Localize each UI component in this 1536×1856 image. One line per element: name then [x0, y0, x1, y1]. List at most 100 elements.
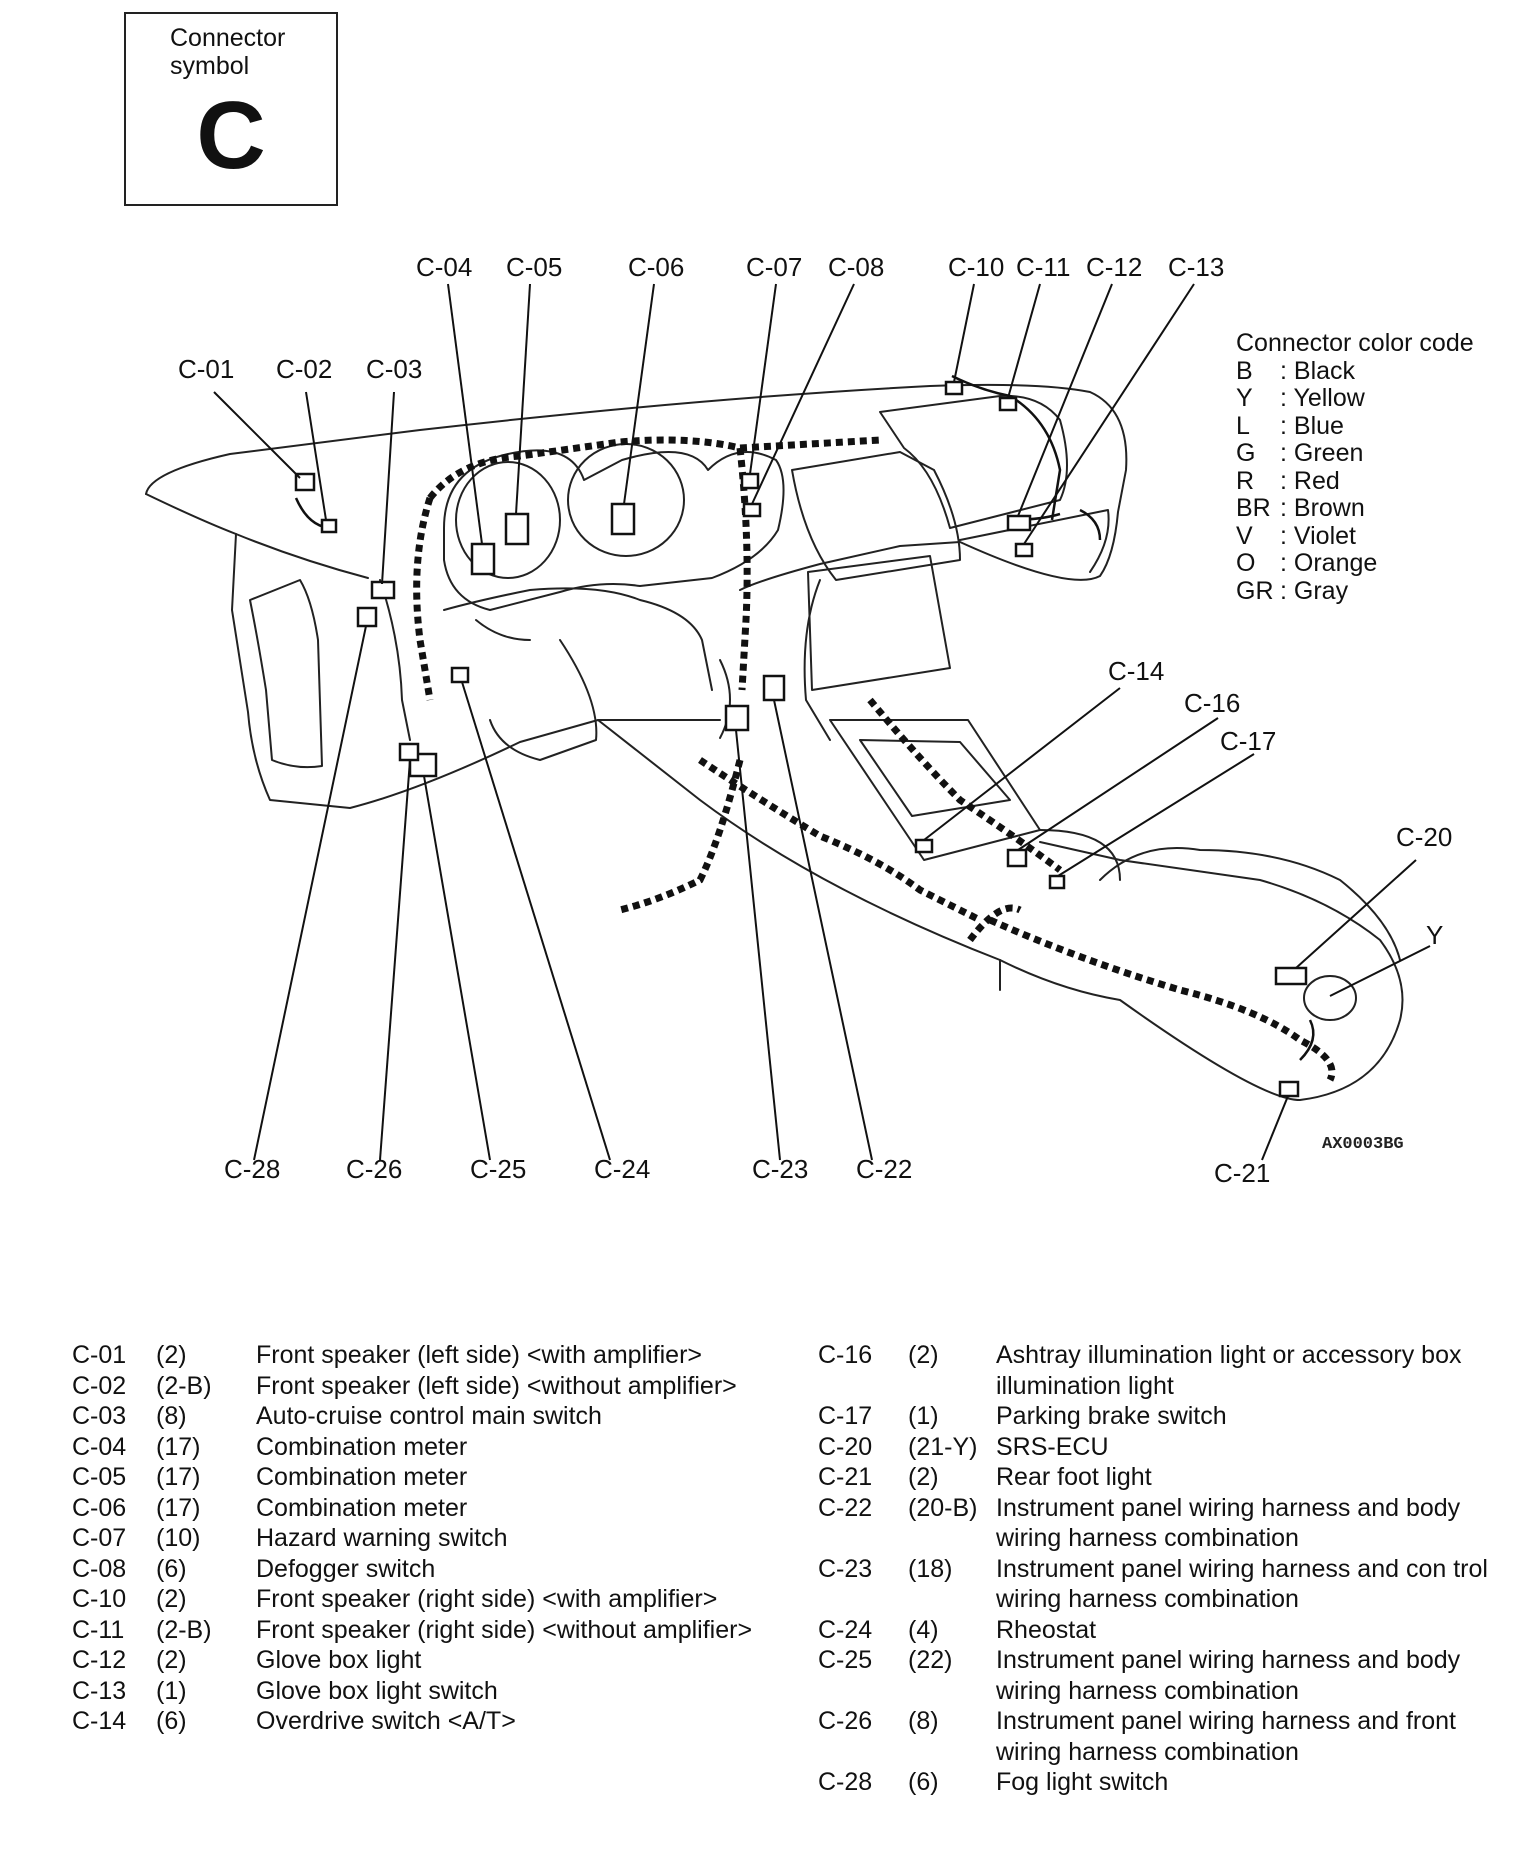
connector-id: C-21 — [818, 1463, 873, 1491]
connector-id: C-07 — [72, 1524, 127, 1552]
connector-c16 — [1006, 848, 1028, 868]
legend-code: O — [1236, 549, 1256, 577]
connector-id: C-22 — [818, 1493, 873, 1522]
airbag-unit-outline — [1303, 975, 1357, 1021]
connector-id: C-25 — [818, 1646, 873, 1674]
connector-description: Instrument panel wiring harness and body… — [996, 1646, 1461, 1705]
connector-pins: (2) — [156, 1341, 187, 1369]
callout-c24: C-24 — [594, 1154, 650, 1184]
connector-symbol-letter: C — [196, 82, 266, 189]
connector-row: C-28(6)Fog light switch — [818, 1767, 1518, 1798]
legend-code: GR — [1236, 576, 1274, 605]
connector-row: C-11(2-B)Front speaker (right side) <wit… — [72, 1615, 762, 1646]
gauge-left — [455, 461, 561, 579]
callout-c25: C-25 — [470, 1154, 526, 1184]
connector-c22 — [762, 674, 786, 702]
connector-pins: (2-B) — [156, 1615, 212, 1644]
connector-c12 — [1006, 514, 1032, 532]
callout-c01: C-01 — [178, 354, 234, 384]
figure-id: AX0003BG — [1322, 1135, 1404, 1154]
callout-c13: C-13 — [1168, 252, 1224, 282]
legend-code: V — [1236, 521, 1253, 550]
connector-id: C-17 — [818, 1402, 873, 1430]
connector-row: C-05(17)Combination meter — [72, 1462, 762, 1493]
callout-c04: C-04 — [416, 252, 472, 282]
connector-description: Front speaker (left side) <with amplifie… — [256, 1341, 703, 1369]
connector-c17 — [1048, 874, 1066, 890]
connector-description: Auto-cruise control main switch — [256, 1402, 602, 1430]
connector-pins: (17) — [156, 1463, 201, 1491]
legend-code: L — [1236, 411, 1250, 440]
legend-color-name: : Green — [1280, 439, 1364, 467]
connector-c03 — [370, 580, 396, 600]
legend-row: GR: Gray — [1236, 576, 1474, 606]
connector-id: C-24 — [818, 1615, 873, 1644]
connector-pins: (1) — [156, 1676, 187, 1705]
connector-pins: (2) — [908, 1341, 939, 1369]
connector-row: C-12(2)Glove box light — [72, 1645, 762, 1676]
legend-code: Y — [1236, 384, 1253, 412]
legend-row: G: Green — [1236, 439, 1474, 468]
connector-description: Instrument panel wiring harness and body… — [996, 1493, 1461, 1553]
callout-c26: C-26 — [346, 1154, 402, 1184]
connector-id: C-05 — [72, 1463, 127, 1491]
connector-pins: (2-B) — [156, 1371, 212, 1400]
connector-row: C-01 (2) Front speaker (left side) <with a… — [72, 1340, 762, 1371]
connector-description: Parking brake switch — [996, 1402, 1227, 1430]
connector-description: SRS-ECU — [996, 1432, 1109, 1461]
connector-id: C-10 — [72, 1585, 127, 1613]
connector-c21 — [1278, 1080, 1300, 1098]
connector-pins: (20-B) — [908, 1493, 978, 1522]
connector-c11 — [998, 396, 1018, 412]
connector-row: C-02(2-B)Front speaker (left side) <with… — [72, 1371, 762, 1402]
legend-color-name: : Gray — [1280, 576, 1349, 605]
connector-description: Fog light switch — [996, 1768, 1169, 1796]
connector-c02 — [320, 518, 338, 534]
legend-row: O : Orange — [1236, 549, 1474, 578]
connector-c05 — [504, 512, 530, 546]
connector-row: C-21 (2) Rear foot light — [818, 1462, 1518, 1493]
legend-row: R: Red — [1236, 467, 1474, 496]
connector-description: Instrument panel wiring harness and con … — [996, 1554, 1488, 1614]
leader-lines — [213, 283, 1431, 1161]
connector-pins: (1) — [908, 1402, 939, 1430]
callout-c28: C-28 — [224, 1154, 280, 1184]
connector-row: C-08(6)Defogger switch — [72, 1554, 762, 1585]
connector-c13 — [1014, 542, 1034, 558]
connector-row: C-07(10)Hazard warning switch — [72, 1523, 762, 1554]
callout-c12: C-12 — [1086, 252, 1142, 282]
connector-list-right: C-16(2)Ashtray illumination light or acc… — [818, 1340, 1518, 1798]
connector-description: Rear foot light — [996, 1463, 1152, 1491]
connector-description: Front speaker (right side) <without ampl… — [256, 1615, 753, 1644]
connector-description: Overdrive switch <A/T> — [256, 1707, 516, 1735]
connector-pins: (8) — [156, 1402, 187, 1430]
callout-c06: C-06 — [628, 252, 684, 282]
callout-c14: C-14 — [1108, 656, 1164, 686]
dashboard-outline — [145, 383, 1128, 591]
gauge-right — [567, 443, 685, 557]
connector-blocks — [294, 380, 1308, 1098]
connector-id: C-01 — [72, 1341, 127, 1369]
connector-pins: (6) — [908, 1768, 939, 1796]
connector-pins: (17) — [156, 1493, 201, 1522]
connector-pins: (2) — [908, 1463, 939, 1491]
callout-c07: C-07 — [746, 252, 802, 282]
connector-c07 — [740, 472, 760, 490]
legend-color-name: : Orange — [1280, 549, 1378, 577]
legend-title: Connector color code — [1236, 329, 1474, 357]
connector-description: Hazard warning switch — [256, 1524, 508, 1552]
connector-row: C-26(8)Instrument panel wiring harness a… — [818, 1706, 1518, 1767]
connector-pins: (6) — [156, 1707, 187, 1735]
connector-c04 — [470, 542, 496, 576]
connector-row: C-20(21-Y)SRS-ECU — [818, 1432, 1518, 1463]
connector-c08 — [742, 502, 762, 518]
legend-row: V : Violet — [1236, 521, 1474, 551]
callout-c02: C-02 — [276, 354, 332, 384]
connector-symbol-box: Connector symbol C — [124, 12, 338, 206]
callout-c08: C-08 — [828, 252, 884, 282]
connector-c14 — [914, 838, 934, 854]
wiring-harness — [413, 436, 1336, 1082]
legend-color-name: : Violet — [1280, 521, 1356, 550]
connector-pins: (6) — [156, 1554, 187, 1583]
